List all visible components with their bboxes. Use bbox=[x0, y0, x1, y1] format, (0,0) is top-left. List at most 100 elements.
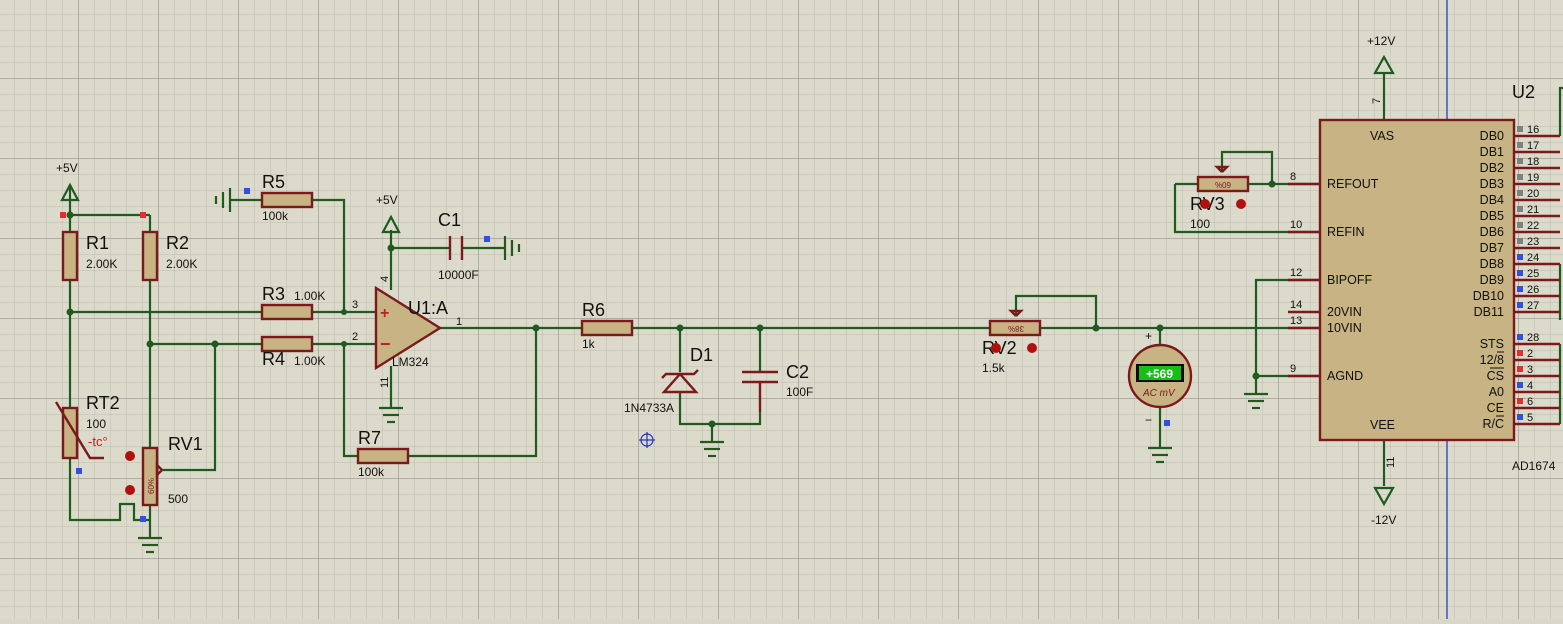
pin-number: 20 bbox=[1527, 188, 1539, 200]
value-label: 2.00K bbox=[86, 257, 117, 271]
tc-label: -tc° bbox=[88, 434, 108, 449]
minus-sign-icon: − bbox=[380, 334, 391, 354]
meter-unit: AC mV bbox=[1142, 388, 1176, 399]
resistor-r1[interactable]: R1 2.00K bbox=[61, 230, 117, 282]
thermistor-rt2[interactable]: RT2 100 -tc° bbox=[54, 393, 120, 460]
power-plus12v[interactable]: +12V bbox=[1367, 34, 1395, 75]
junction-dot bbox=[1268, 180, 1276, 188]
pin-number: 1 bbox=[456, 316, 462, 328]
decrement-button[interactable] bbox=[1200, 199, 1210, 209]
wire bbox=[162, 344, 217, 472]
pin-20vin[interactable]: 14 20VIN bbox=[1288, 299, 1362, 319]
logic-state-icon bbox=[1517, 142, 1523, 148]
resistor-body bbox=[141, 446, 159, 507]
power-arrow-icon bbox=[381, 214, 401, 234]
resistor-r7[interactable]: R7 100k bbox=[356, 428, 410, 479]
ground-icon bbox=[214, 188, 232, 212]
pin-number: 14 bbox=[1290, 299, 1302, 311]
pin-name: 12/8 bbox=[1480, 353, 1504, 367]
ref-label: D1 bbox=[690, 345, 713, 365]
pin-name-vas: VAS bbox=[1370, 129, 1394, 143]
resistor-body bbox=[988, 319, 1042, 337]
pin-number: 10 bbox=[1290, 219, 1302, 231]
pin-number: 28 bbox=[1527, 332, 1539, 344]
power-minus12v[interactable]: -12V bbox=[1371, 486, 1396, 527]
potentiometer-rv2[interactable]: 38% RV2 1.5k bbox=[982, 309, 1042, 375]
chip-part-label: AD1674 bbox=[1512, 459, 1556, 473]
value-label: 1.5k bbox=[982, 361, 1006, 375]
power-arrow-icon bbox=[1373, 54, 1395, 75]
junction-dot bbox=[676, 324, 684, 332]
decrement-button[interactable] bbox=[991, 343, 1001, 353]
resistor-body bbox=[260, 191, 314, 209]
meter-reading: +569 bbox=[1146, 367, 1173, 381]
probe-markers bbox=[60, 188, 1170, 522]
logic-state-icon bbox=[1517, 398, 1523, 404]
increment-button[interactable] bbox=[125, 485, 135, 495]
pin-128[interactable]: 212/8 bbox=[1480, 348, 1560, 367]
logic-state-icon bbox=[1517, 222, 1523, 228]
logic-state-icon bbox=[1517, 334, 1523, 340]
logic-probe-icon bbox=[140, 516, 146, 522]
resistor-r3[interactable]: R3 1.00K bbox=[260, 284, 325, 321]
resistor-r6[interactable]: R6 1k bbox=[580, 300, 634, 351]
junction-dot bbox=[341, 341, 347, 347]
resistor-r4[interactable]: R4 1.00K bbox=[260, 335, 325, 369]
pin-number: 5 bbox=[1527, 412, 1533, 424]
ground-icon bbox=[700, 440, 724, 458]
potentiometer-rv1[interactable]: 60% RV1 500 bbox=[125, 434, 203, 507]
power-plus5v-left[interactable]: +5V bbox=[56, 161, 80, 205]
value-label: 1k bbox=[582, 337, 596, 351]
opamp-u1a[interactable]: + − U1:A LM324 3 2 1 4 11 bbox=[352, 276, 462, 388]
wire bbox=[1220, 150, 1274, 184]
pin-a0[interactable]: 4A0 bbox=[1489, 380, 1560, 399]
logic-state-icon bbox=[1517, 174, 1523, 180]
opamp-triangle bbox=[374, 285, 443, 371]
pin-number: 24 bbox=[1527, 252, 1539, 264]
resistor-body bbox=[61, 230, 79, 282]
potentiometer-rv3[interactable]: 60% RV3 100 bbox=[1190, 165, 1250, 231]
pin-name: 20VIN bbox=[1327, 305, 1362, 319]
increment-button[interactable] bbox=[1236, 199, 1246, 209]
pin-ce[interactable]: 6CE bbox=[1487, 396, 1560, 415]
capacitor-c2[interactable]: C2 100F bbox=[742, 362, 813, 412]
zener-diode-d1[interactable]: D1 1N4733A bbox=[624, 345, 713, 415]
resistor-body bbox=[260, 303, 314, 321]
power-plus5v-mid[interactable]: +5V bbox=[376, 193, 401, 234]
resistor-body bbox=[260, 335, 314, 353]
ac-millivoltmeter[interactable]: +569 AC mV + − bbox=[1127, 329, 1193, 427]
pin-name-vee: VEE bbox=[1370, 418, 1395, 432]
power-arrow-icon bbox=[60, 182, 80, 202]
pin-number: 16 bbox=[1527, 124, 1539, 136]
increment-button[interactable] bbox=[1027, 343, 1037, 353]
capacitor-c1[interactable]: C1 10000F bbox=[438, 210, 479, 282]
resistor-r2[interactable]: R2 2.00K bbox=[141, 230, 197, 282]
logic-probe-icon bbox=[484, 236, 490, 242]
decrement-button[interactable] bbox=[125, 451, 135, 461]
pin-cs[interactable]: 3CS bbox=[1487, 364, 1560, 383]
resistor-r5[interactable]: R5 100k bbox=[260, 172, 314, 223]
pin-rc[interactable]: 5R/C bbox=[1482, 412, 1560, 431]
